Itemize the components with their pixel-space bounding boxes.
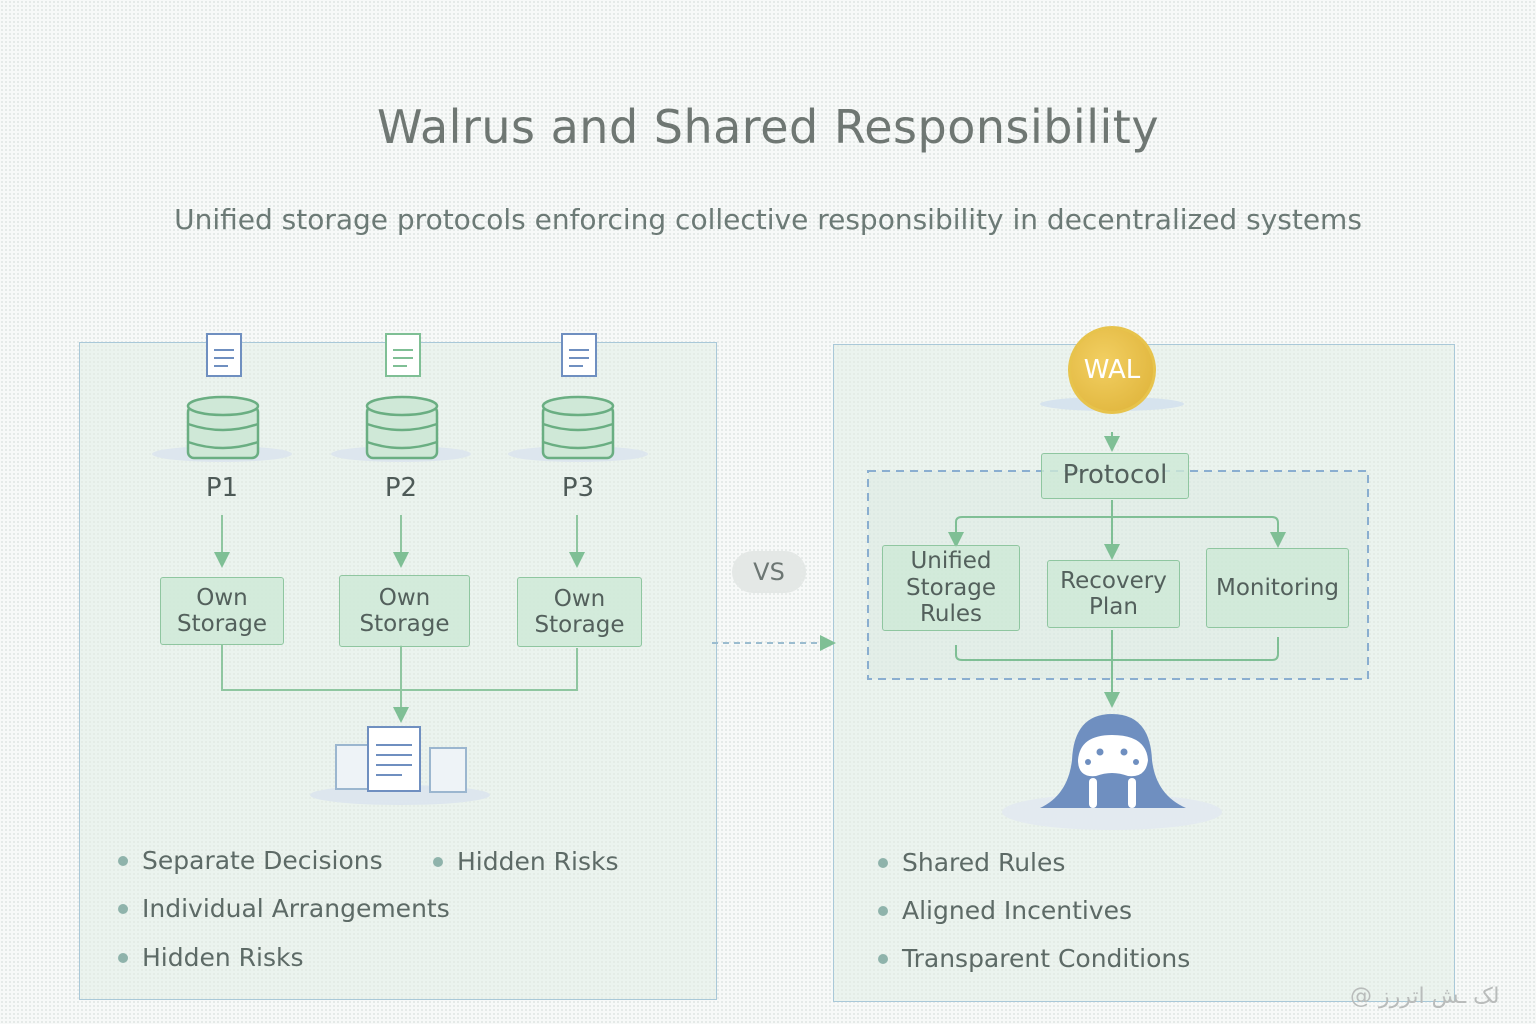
diagram-subtitle: Unified storage protocols enforcing coll… [174, 203, 1362, 236]
left-bullet: Hidden Risks [433, 847, 619, 876]
document-icon [561, 333, 597, 377]
right-bullet: Aligned Incentives [878, 896, 1132, 925]
own-storage-box-p3: Own Storage [517, 577, 642, 647]
walrus-icon [1002, 714, 1222, 830]
database-icon [508, 395, 648, 462]
left-bullet: Separate Decisions [118, 846, 383, 875]
scattered-documents-icon [310, 726, 490, 805]
document-icon [206, 333, 242, 377]
vs-badge: VS [732, 551, 806, 593]
right-bullet: Transparent Conditions [878, 944, 1190, 973]
participant-label-p2: P2 [384, 473, 418, 503]
diagram-title: Walrus and Shared Responsibility [376, 100, 1160, 154]
participant-label-p1: P1 [205, 473, 239, 503]
database-icon [152, 395, 292, 462]
recovery-plan-box: Recovery Plan [1047, 560, 1180, 628]
database-icon [331, 395, 471, 462]
right-bullet: Shared Rules [878, 848, 1065, 877]
participant-label-p3: P3 [561, 473, 595, 503]
left-bullet: Hidden Risks [118, 943, 304, 972]
protocol-box: Protocol [1041, 453, 1189, 499]
wal-coin-icon: WAL [1068, 326, 1156, 414]
database-icons [152, 395, 648, 462]
document-icon [385, 333, 421, 377]
own-storage-box-p2: Own Storage [339, 575, 470, 647]
watermark: لک ـش اتررز @ [1350, 984, 1500, 1009]
own-storage-box-p1: Own Storage [160, 577, 284, 645]
monitoring-box: Monitoring [1206, 548, 1349, 628]
left-connectors [214, 515, 585, 723]
docs-icons [206, 333, 597, 377]
left-bullet: Individual Arrangements [118, 894, 450, 923]
unified-storage-rules-box: Unified Storage Rules [882, 545, 1020, 631]
